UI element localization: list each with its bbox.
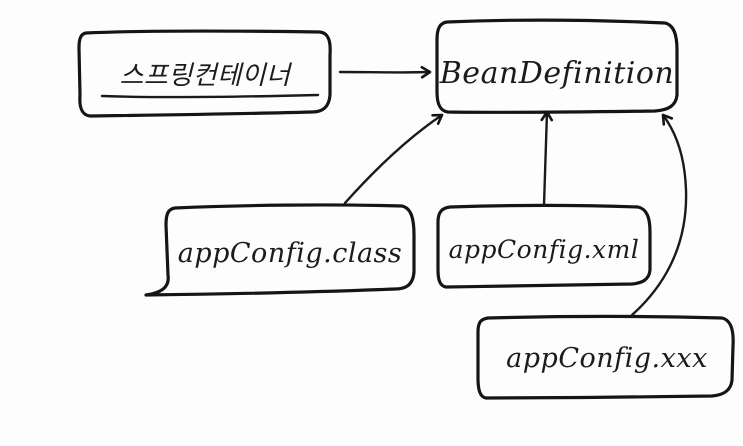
node-spring-container-label: 스프링컨테이너 — [120, 61, 294, 91]
node-app-config-xxx-label: appConfig.xxx — [506, 343, 708, 374]
edge-app-config-class-to-bean-definition — [345, 115, 442, 203]
node-app-config-xml: appConfig.xml — [438, 206, 650, 288]
edge-app-config-xml-to-bean-definition — [544, 112, 547, 205]
node-spring-container-underline — [102, 95, 318, 97]
node-app-config-class: appConfig.class — [146, 205, 414, 295]
node-app-config-xml-label: appConfig.xml — [449, 235, 640, 264]
node-app-config-class-label: appConfig.class — [178, 238, 403, 269]
node-app-config-xxx: appConfig.xxx — [478, 317, 733, 399]
node-spring-container: 스프링컨테이너 — [79, 31, 330, 116]
node-bean-definition: BeanDefinition — [437, 20, 677, 112]
node-bean-definition-label: BeanDefinition — [439, 56, 674, 91]
edge-app-config-xxx-to-bean-definition — [632, 115, 686, 315]
